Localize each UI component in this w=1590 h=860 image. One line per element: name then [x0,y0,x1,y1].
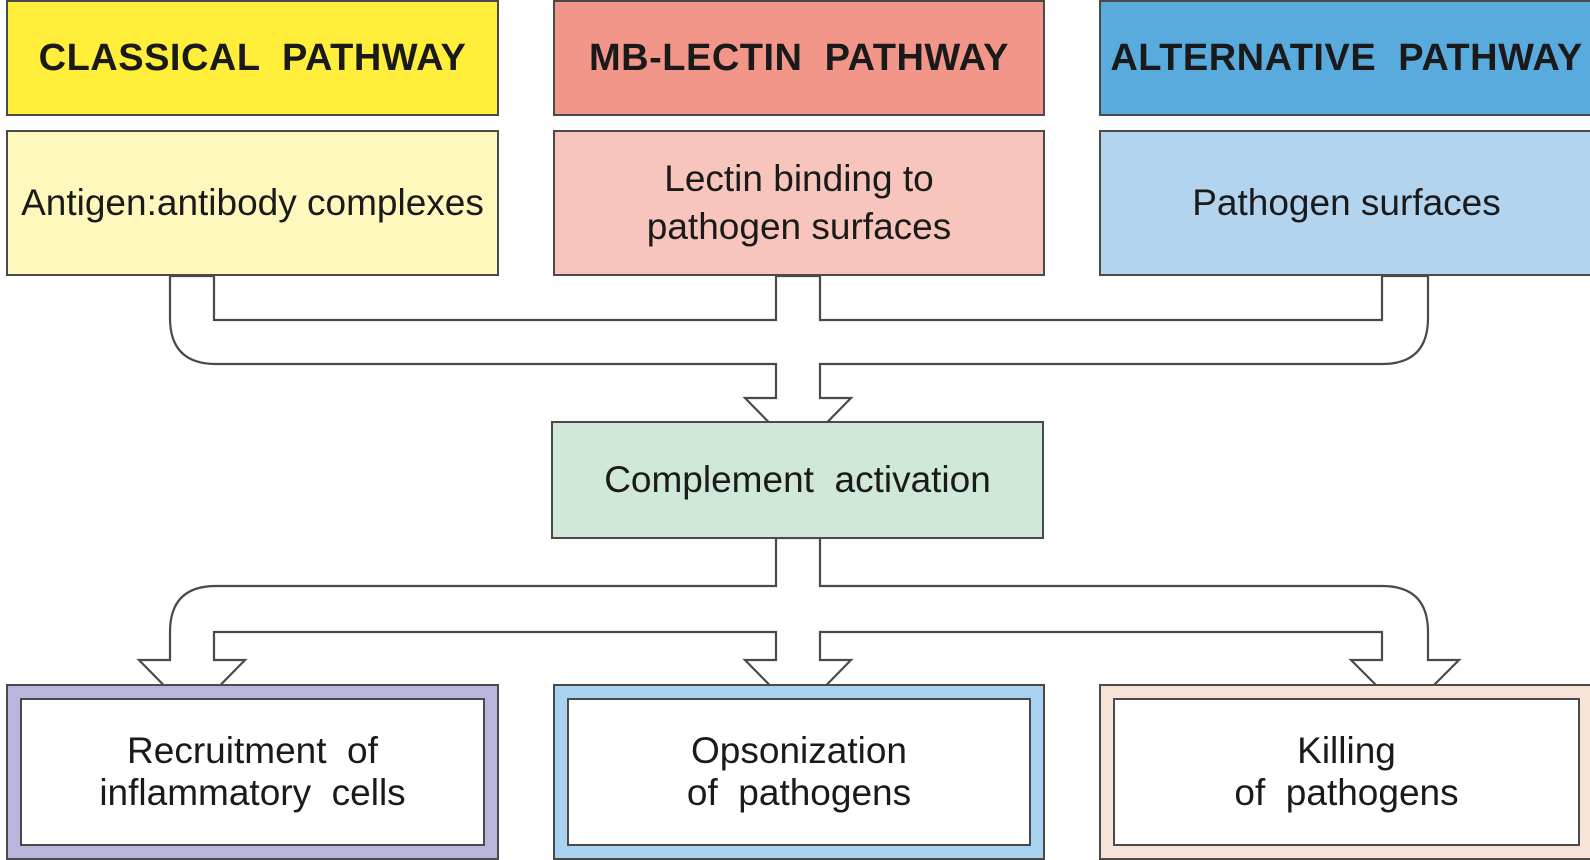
lectin-pathway-header: MB-LECTIN PATHWAY [553,0,1045,116]
lectin-pathway-title: MB-LECTIN PATHWAY [589,36,1009,79]
killing-outcome-box: Killing of pathogens [1113,698,1580,846]
complement-activation-text: Complement activation [604,459,991,500]
killing-line-1: Killing [1297,730,1396,771]
alternative-trigger-box: Pathogen surfaces [1099,130,1590,276]
lectin-trigger-line-2: pathogen surfaces [646,206,952,247]
alternative-pathway-header: ALTERNATIVE PATHWAY [1099,0,1590,116]
alternative-trigger-text: Pathogen surfaces [1192,182,1501,223]
classical-pathway-title: CLASSICAL PATHWAY [38,36,467,79]
converging-arrow [168,274,1430,454]
recruitment-outcome-frame: Recruitment of inflammatory cells [6,684,499,860]
killing-line-2: of pathogens [1234,772,1459,813]
alternative-pathway-title: ALTERNATIVE PATHWAY [1110,36,1583,79]
classical-pathway-header: CLASSICAL PATHWAY [6,0,499,116]
recruitment-outcome-box: Recruitment of inflammatory cells [20,698,485,846]
lectin-trigger-line-1: Lectin binding to [664,158,934,199]
complement-activation-box: Complement activation [551,421,1044,539]
opsonization-line-2: of pathogens [686,772,912,813]
classical-trigger-box: Antigen:antibody complexes [6,130,499,276]
lectin-trigger-box: Lectin binding to pathogen surfaces [553,130,1045,276]
recruitment-line-2: inflammatory cells [99,772,406,813]
opsonization-outcome-box: Opsonization of pathogens [567,698,1031,846]
classical-trigger-text: Antigen:antibody complexes [21,182,484,223]
recruitment-line-1: Recruitment of [127,730,378,771]
opsonization-line-1: Opsonization [691,730,907,771]
opsonization-outcome-frame: Opsonization of pathogens [553,684,1045,860]
killing-outcome-frame: Killing of pathogens [1099,684,1590,860]
